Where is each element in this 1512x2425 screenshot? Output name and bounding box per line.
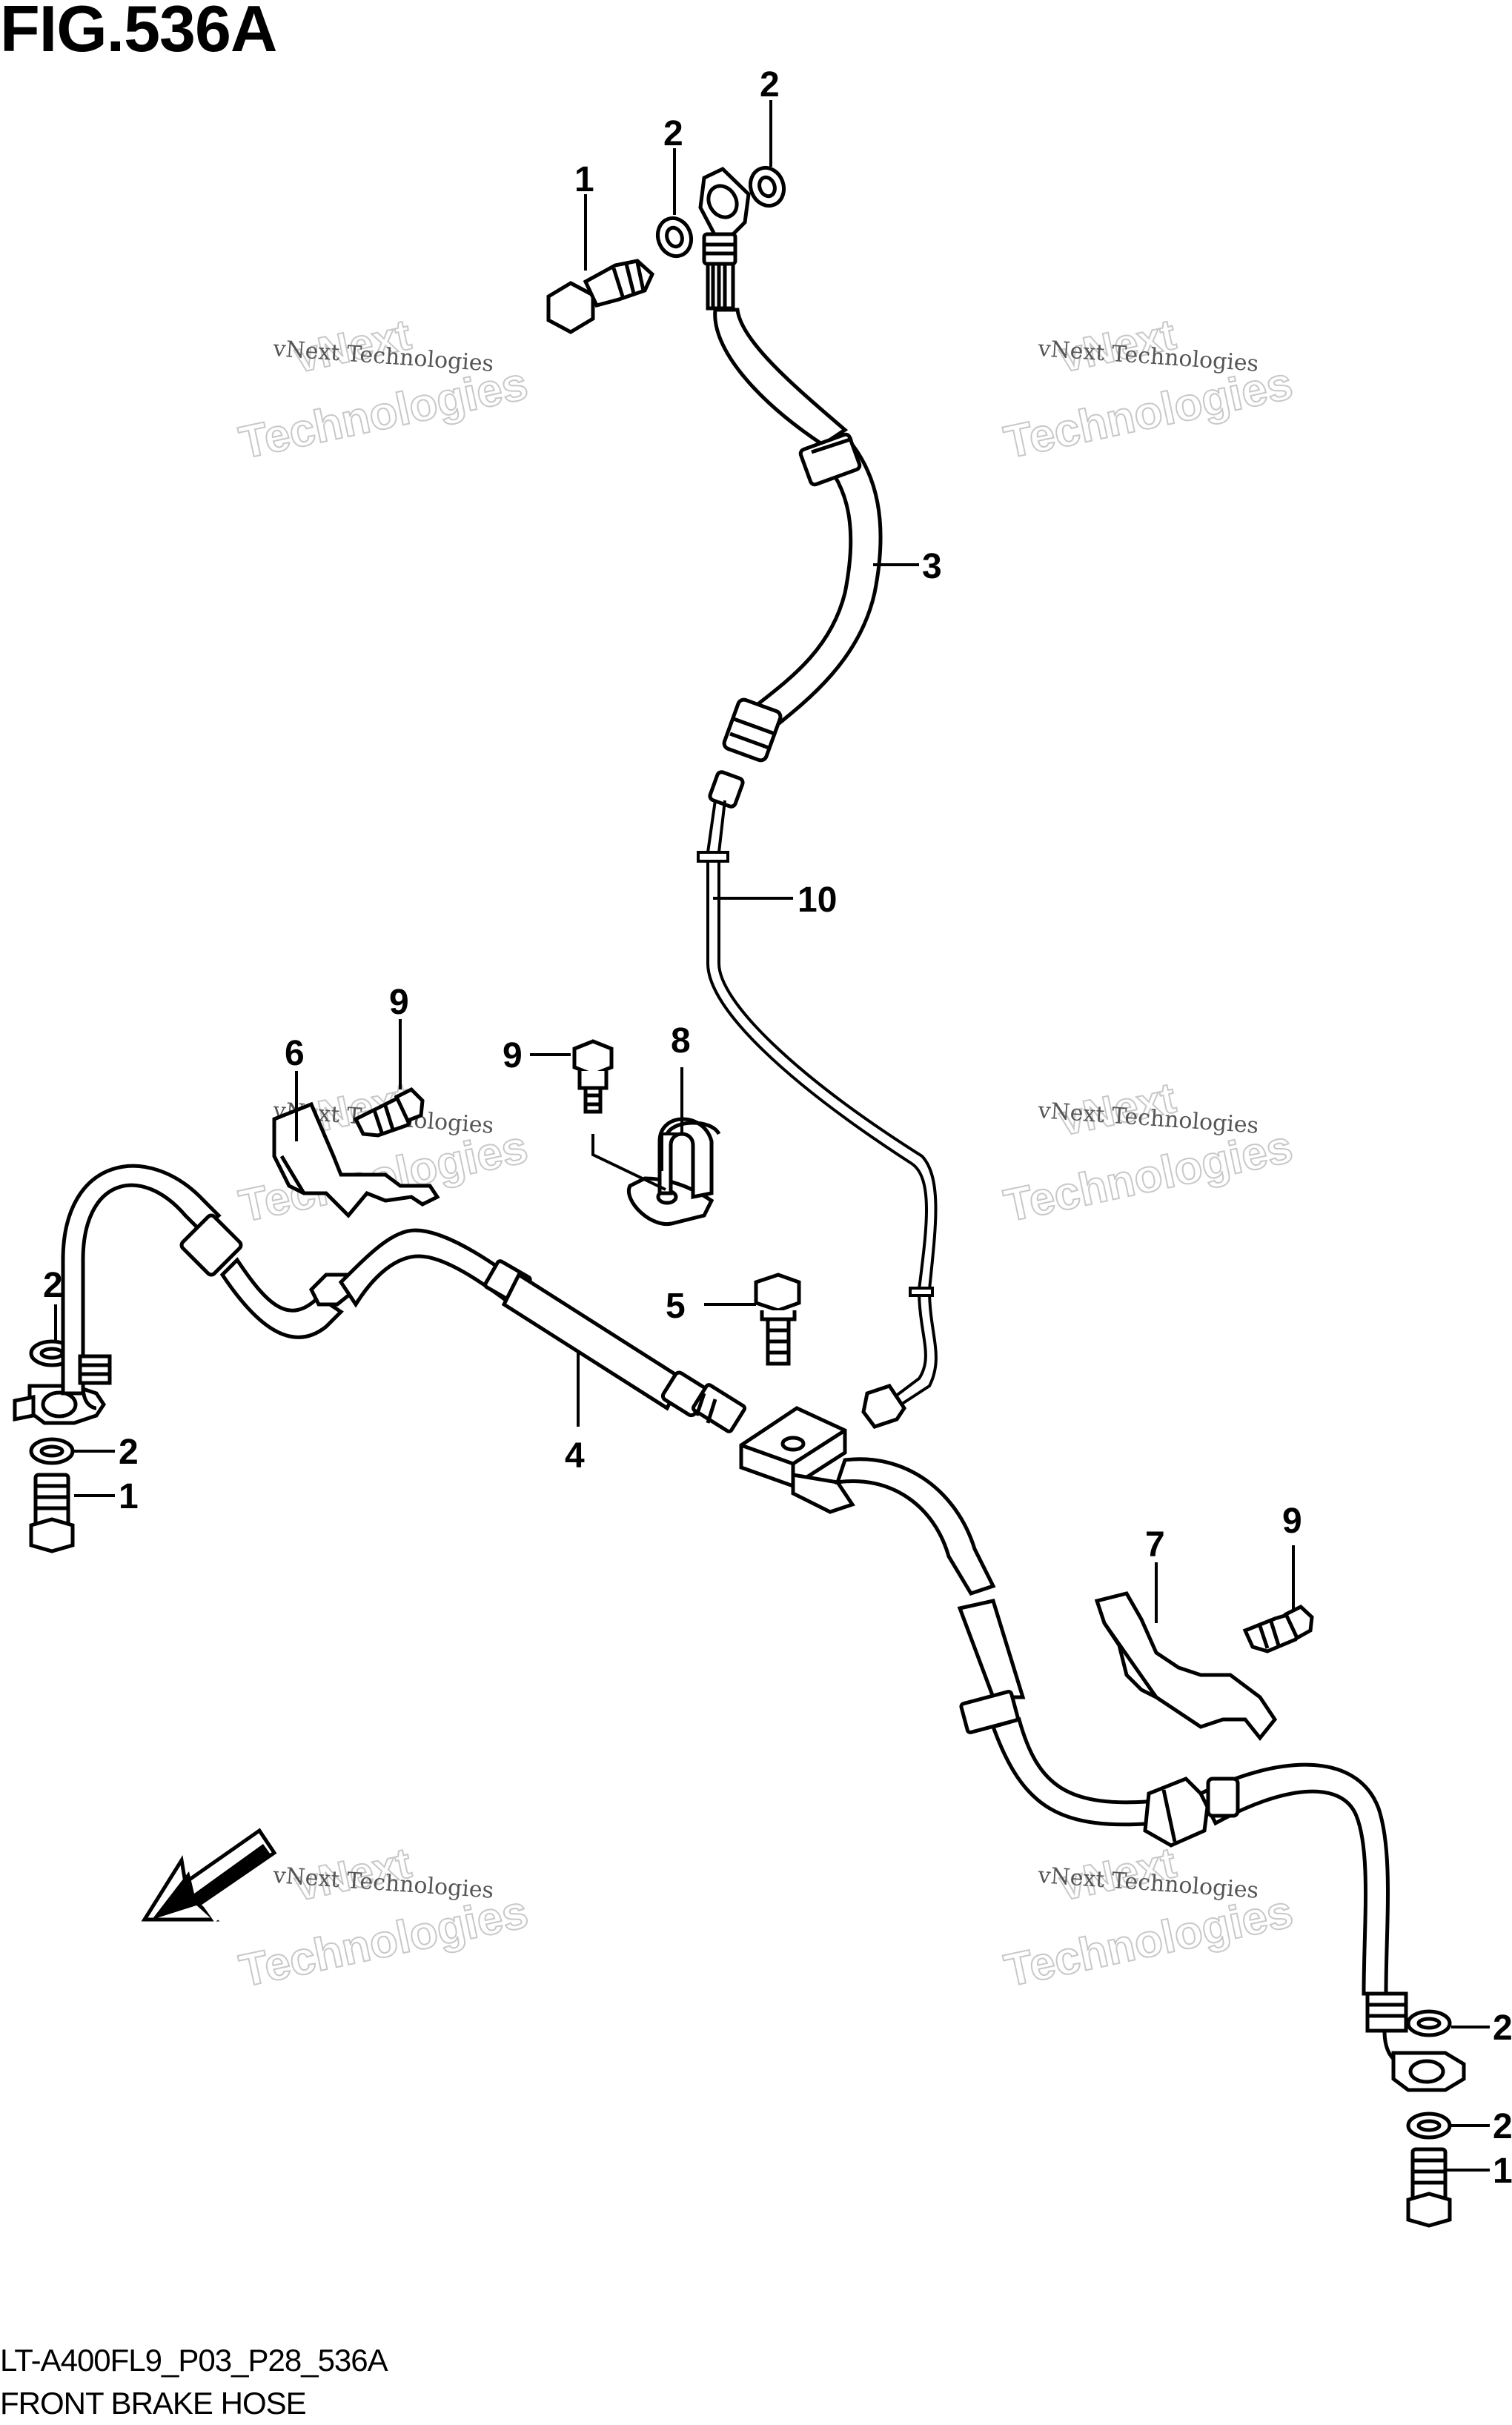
brake-pipe xyxy=(697,800,938,1429)
leader-lines xyxy=(54,100,1490,2172)
section-name: FRONT BRAKE HOSE xyxy=(0,2386,307,2421)
callout-3: 3 xyxy=(922,547,942,586)
bolt-9-center xyxy=(572,1039,614,1114)
callout-2-top-a: 2 xyxy=(663,114,683,153)
drawing-code: LT-A400FL9_P03_P28_536A xyxy=(0,2343,388,2378)
callout-9-right: 9 xyxy=(1282,1502,1302,1541)
washer-right-2 xyxy=(1406,2111,1452,2140)
banjo-left xyxy=(13,1384,107,1425)
washer-left-2 xyxy=(29,1437,75,1465)
callout-2-right-a: 2 xyxy=(1493,2008,1512,2048)
tee-joint xyxy=(739,1406,855,1514)
watermark-top-right: vNext Technologies vNext Technologies xyxy=(999,310,1298,470)
bolt-left xyxy=(29,1473,75,1553)
bracket-6 xyxy=(272,1101,440,1218)
bolt-9-right xyxy=(1242,1604,1314,1653)
figure-title: FIG.536A xyxy=(0,0,277,65)
callout-2-left-a: 2 xyxy=(43,1266,63,1305)
watermark-mid-right: vNext Technologies vNext Technologies xyxy=(999,1073,1298,1233)
washer-top-2 xyxy=(748,165,786,208)
callout-9-center: 9 xyxy=(503,1036,523,1075)
callout-1-right: 1 xyxy=(1493,2152,1512,2191)
washer-top-1 xyxy=(655,216,694,259)
callout-10: 10 xyxy=(798,880,837,920)
callout-2-right-b: 2 xyxy=(1493,2107,1512,2146)
bracket-7 xyxy=(1094,1591,1278,1742)
brake-hose-right xyxy=(835,1457,1408,2066)
watermark-bottom-right: vNext Technologies vNext Technologies xyxy=(999,1838,1298,1998)
banjo-bolt-top xyxy=(546,259,655,334)
callout-8: 8 xyxy=(671,1021,691,1061)
fwd-arrow: FWD xyxy=(141,1828,277,1929)
washer-right-1 xyxy=(1406,2009,1452,2037)
callout-9-left: 9 xyxy=(389,983,409,1022)
callout-numbers: 1 2 2 3 10 9 6 9 8 2 2 1 4 5 7 9 2 2 1 xyxy=(43,65,1512,2191)
clamp-8 xyxy=(626,1117,721,1227)
callout-6: 6 xyxy=(285,1034,305,1073)
bolt-right xyxy=(1406,2147,1452,2228)
bolt-5 xyxy=(754,1273,801,1366)
brake-hose-center xyxy=(501,1272,747,1433)
bolt-9-left xyxy=(353,1087,425,1138)
watermark-bottom-left: vNext Technologies vNext Technologies xyxy=(234,1838,533,1998)
watermark-top-left: vNext Technologies vNext Technologies xyxy=(234,310,533,470)
banjo-right xyxy=(1391,2051,1466,2092)
callout-1-left: 1 xyxy=(119,1477,139,1516)
brake-hose-left xyxy=(61,1164,532,1410)
brake-hose-upper xyxy=(698,166,883,809)
callout-4: 4 xyxy=(565,1436,585,1476)
callout-2-top-b: 2 xyxy=(760,65,780,105)
callout-2-left-b: 2 xyxy=(119,1433,139,1472)
callout-1-top: 1 xyxy=(574,160,594,199)
callout-7: 7 xyxy=(1145,1525,1165,1565)
callout-5: 5 xyxy=(666,1287,686,1326)
